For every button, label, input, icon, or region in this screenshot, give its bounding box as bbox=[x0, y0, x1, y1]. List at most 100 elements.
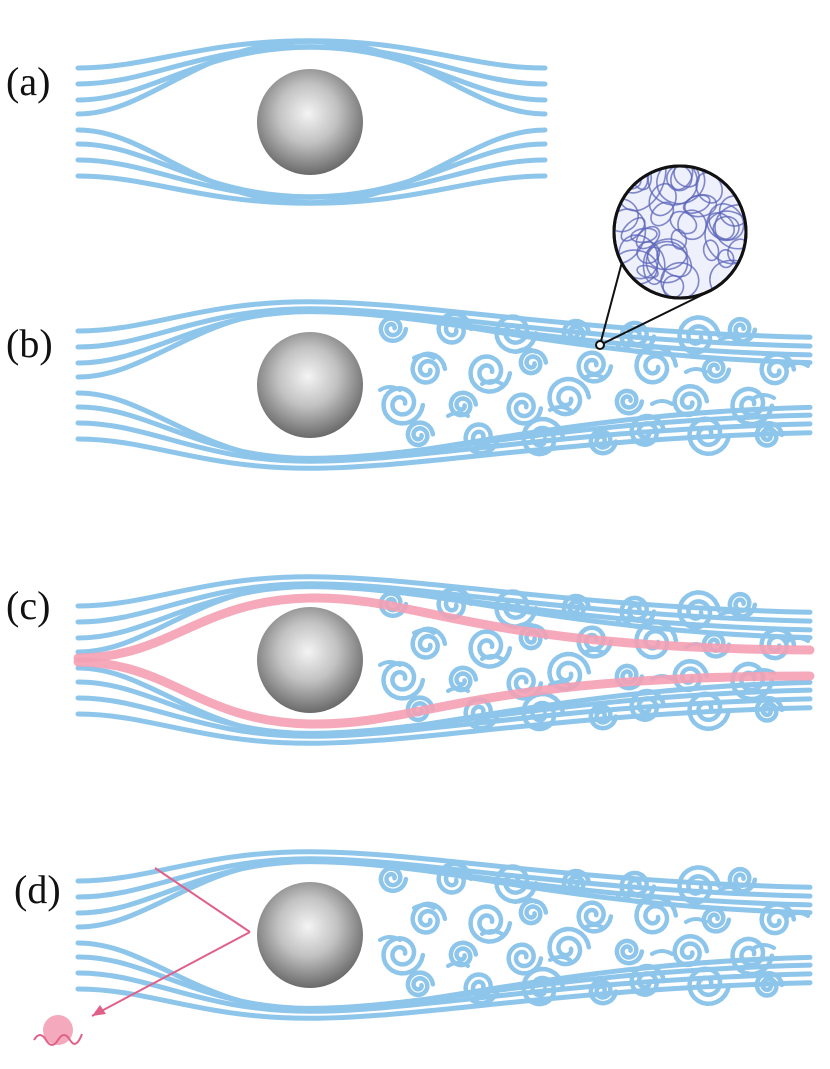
wake-fragment bbox=[548, 955, 572, 962]
wake-fragment bbox=[412, 628, 436, 635]
wake-eddy bbox=[561, 593, 592, 621]
tangle-loop bbox=[714, 203, 746, 250]
wake-fragment bbox=[684, 367, 708, 374]
streamline bbox=[75, 299, 813, 340]
wake-eddy bbox=[378, 866, 409, 894]
wake-fragment bbox=[480, 379, 504, 386]
tangle-loop bbox=[645, 240, 689, 284]
wake-eddy bbox=[677, 315, 722, 355]
wake-fragment bbox=[616, 341, 640, 348]
wake-eddy bbox=[677, 865, 722, 905]
wake-fragment bbox=[786, 361, 810, 368]
wake-eddy bbox=[381, 661, 426, 701]
wake-eddy bbox=[436, 311, 474, 345]
wake-fragment bbox=[616, 616, 640, 623]
wake-eddy bbox=[448, 940, 479, 968]
wake-eddy bbox=[754, 970, 785, 998]
sphere bbox=[257, 882, 363, 988]
wake-fragment bbox=[480, 654, 504, 661]
wake-eddy bbox=[588, 428, 619, 456]
wake-eddy bbox=[547, 651, 592, 692]
wake-fragment bbox=[446, 961, 470, 968]
wake-eddy bbox=[629, 688, 667, 722]
wake-eddy bbox=[506, 942, 544, 976]
wake-fragment bbox=[412, 903, 436, 910]
wake-eddy bbox=[672, 383, 710, 418]
scattered-ray bbox=[91, 931, 251, 1017]
wake-fragment bbox=[718, 335, 742, 342]
sphere bbox=[257, 607, 363, 713]
wake-fragment bbox=[684, 917, 708, 924]
zoom-inset-border bbox=[612, 164, 748, 300]
wake-eddy bbox=[463, 972, 501, 1006]
tangle-loop bbox=[708, 203, 745, 241]
wake-eddy bbox=[494, 864, 539, 904]
wake-fragment bbox=[378, 935, 402, 942]
tangle-loop bbox=[620, 217, 646, 242]
wake-eddy bbox=[436, 861, 474, 895]
tangle-loop bbox=[614, 197, 639, 233]
wake-eddy bbox=[405, 420, 436, 448]
wake-eddy bbox=[468, 629, 513, 669]
highlighted-streamline-upper bbox=[73, 593, 815, 663]
wake-eddy bbox=[405, 970, 436, 998]
wake-fragment bbox=[786, 911, 810, 918]
wake-eddy bbox=[547, 376, 592, 417]
wake-eddy bbox=[463, 697, 501, 731]
tangle-loop bbox=[656, 243, 693, 278]
wake-fragment bbox=[616, 891, 640, 898]
wake-eddy bbox=[494, 314, 539, 354]
wake-eddy bbox=[381, 936, 426, 976]
wake-fragment bbox=[514, 897, 538, 904]
wake-eddy bbox=[701, 906, 732, 934]
wake-eddy bbox=[521, 691, 566, 732]
streamline bbox=[75, 849, 813, 890]
sphere bbox=[257, 69, 363, 175]
wake-eddy bbox=[677, 590, 722, 630]
wake-fragment bbox=[786, 636, 810, 643]
wake-fragment bbox=[378, 385, 402, 392]
wake-eddy bbox=[468, 354, 513, 394]
tangle-loop bbox=[614, 208, 647, 265]
tangle-loop bbox=[717, 249, 735, 269]
wake-eddy bbox=[619, 870, 657, 904]
wake-fragment bbox=[752, 943, 776, 950]
streamline bbox=[75, 980, 813, 1021]
wake-eddy bbox=[687, 416, 732, 457]
panel-label-d: (d) bbox=[14, 867, 61, 912]
wake-eddy bbox=[759, 902, 797, 936]
scattered-particle bbox=[43, 1015, 73, 1045]
tangle-loop bbox=[677, 209, 707, 241]
streamline bbox=[75, 705, 813, 746]
tangle-loop bbox=[669, 210, 698, 235]
streamline bbox=[75, 38, 548, 117]
wake-eddy bbox=[588, 978, 619, 1006]
wake-eddy bbox=[629, 413, 667, 447]
wake-eddy bbox=[561, 868, 592, 896]
wake-fragment bbox=[446, 411, 470, 418]
wake-eddy bbox=[730, 386, 775, 427]
wake-eddy bbox=[436, 586, 474, 620]
wake-eddy bbox=[687, 966, 732, 1007]
tangle-loop bbox=[660, 261, 700, 298]
streamline bbox=[75, 44, 548, 103]
panel-b bbox=[75, 164, 813, 471]
tangle-loop bbox=[682, 194, 711, 214]
wake-eddy bbox=[687, 691, 732, 732]
wake-eddy bbox=[518, 348, 549, 376]
wake-eddy bbox=[494, 589, 539, 629]
wake-fragment bbox=[514, 347, 538, 354]
wake-eddy bbox=[619, 595, 657, 629]
wake-fragment bbox=[446, 686, 470, 693]
wake-eddy bbox=[518, 898, 549, 926]
highlighted-streamline-lower bbox=[73, 657, 815, 729]
wake-eddy bbox=[619, 320, 657, 354]
inset-pointer-line bbox=[599, 291, 709, 346]
wake-fragment bbox=[650, 399, 674, 406]
wake-eddy bbox=[521, 966, 566, 1007]
ray-arrowhead bbox=[92, 1005, 106, 1016]
wake-eddy bbox=[588, 703, 619, 731]
wake-eddy bbox=[634, 894, 679, 935]
wake-eddy bbox=[634, 344, 679, 385]
